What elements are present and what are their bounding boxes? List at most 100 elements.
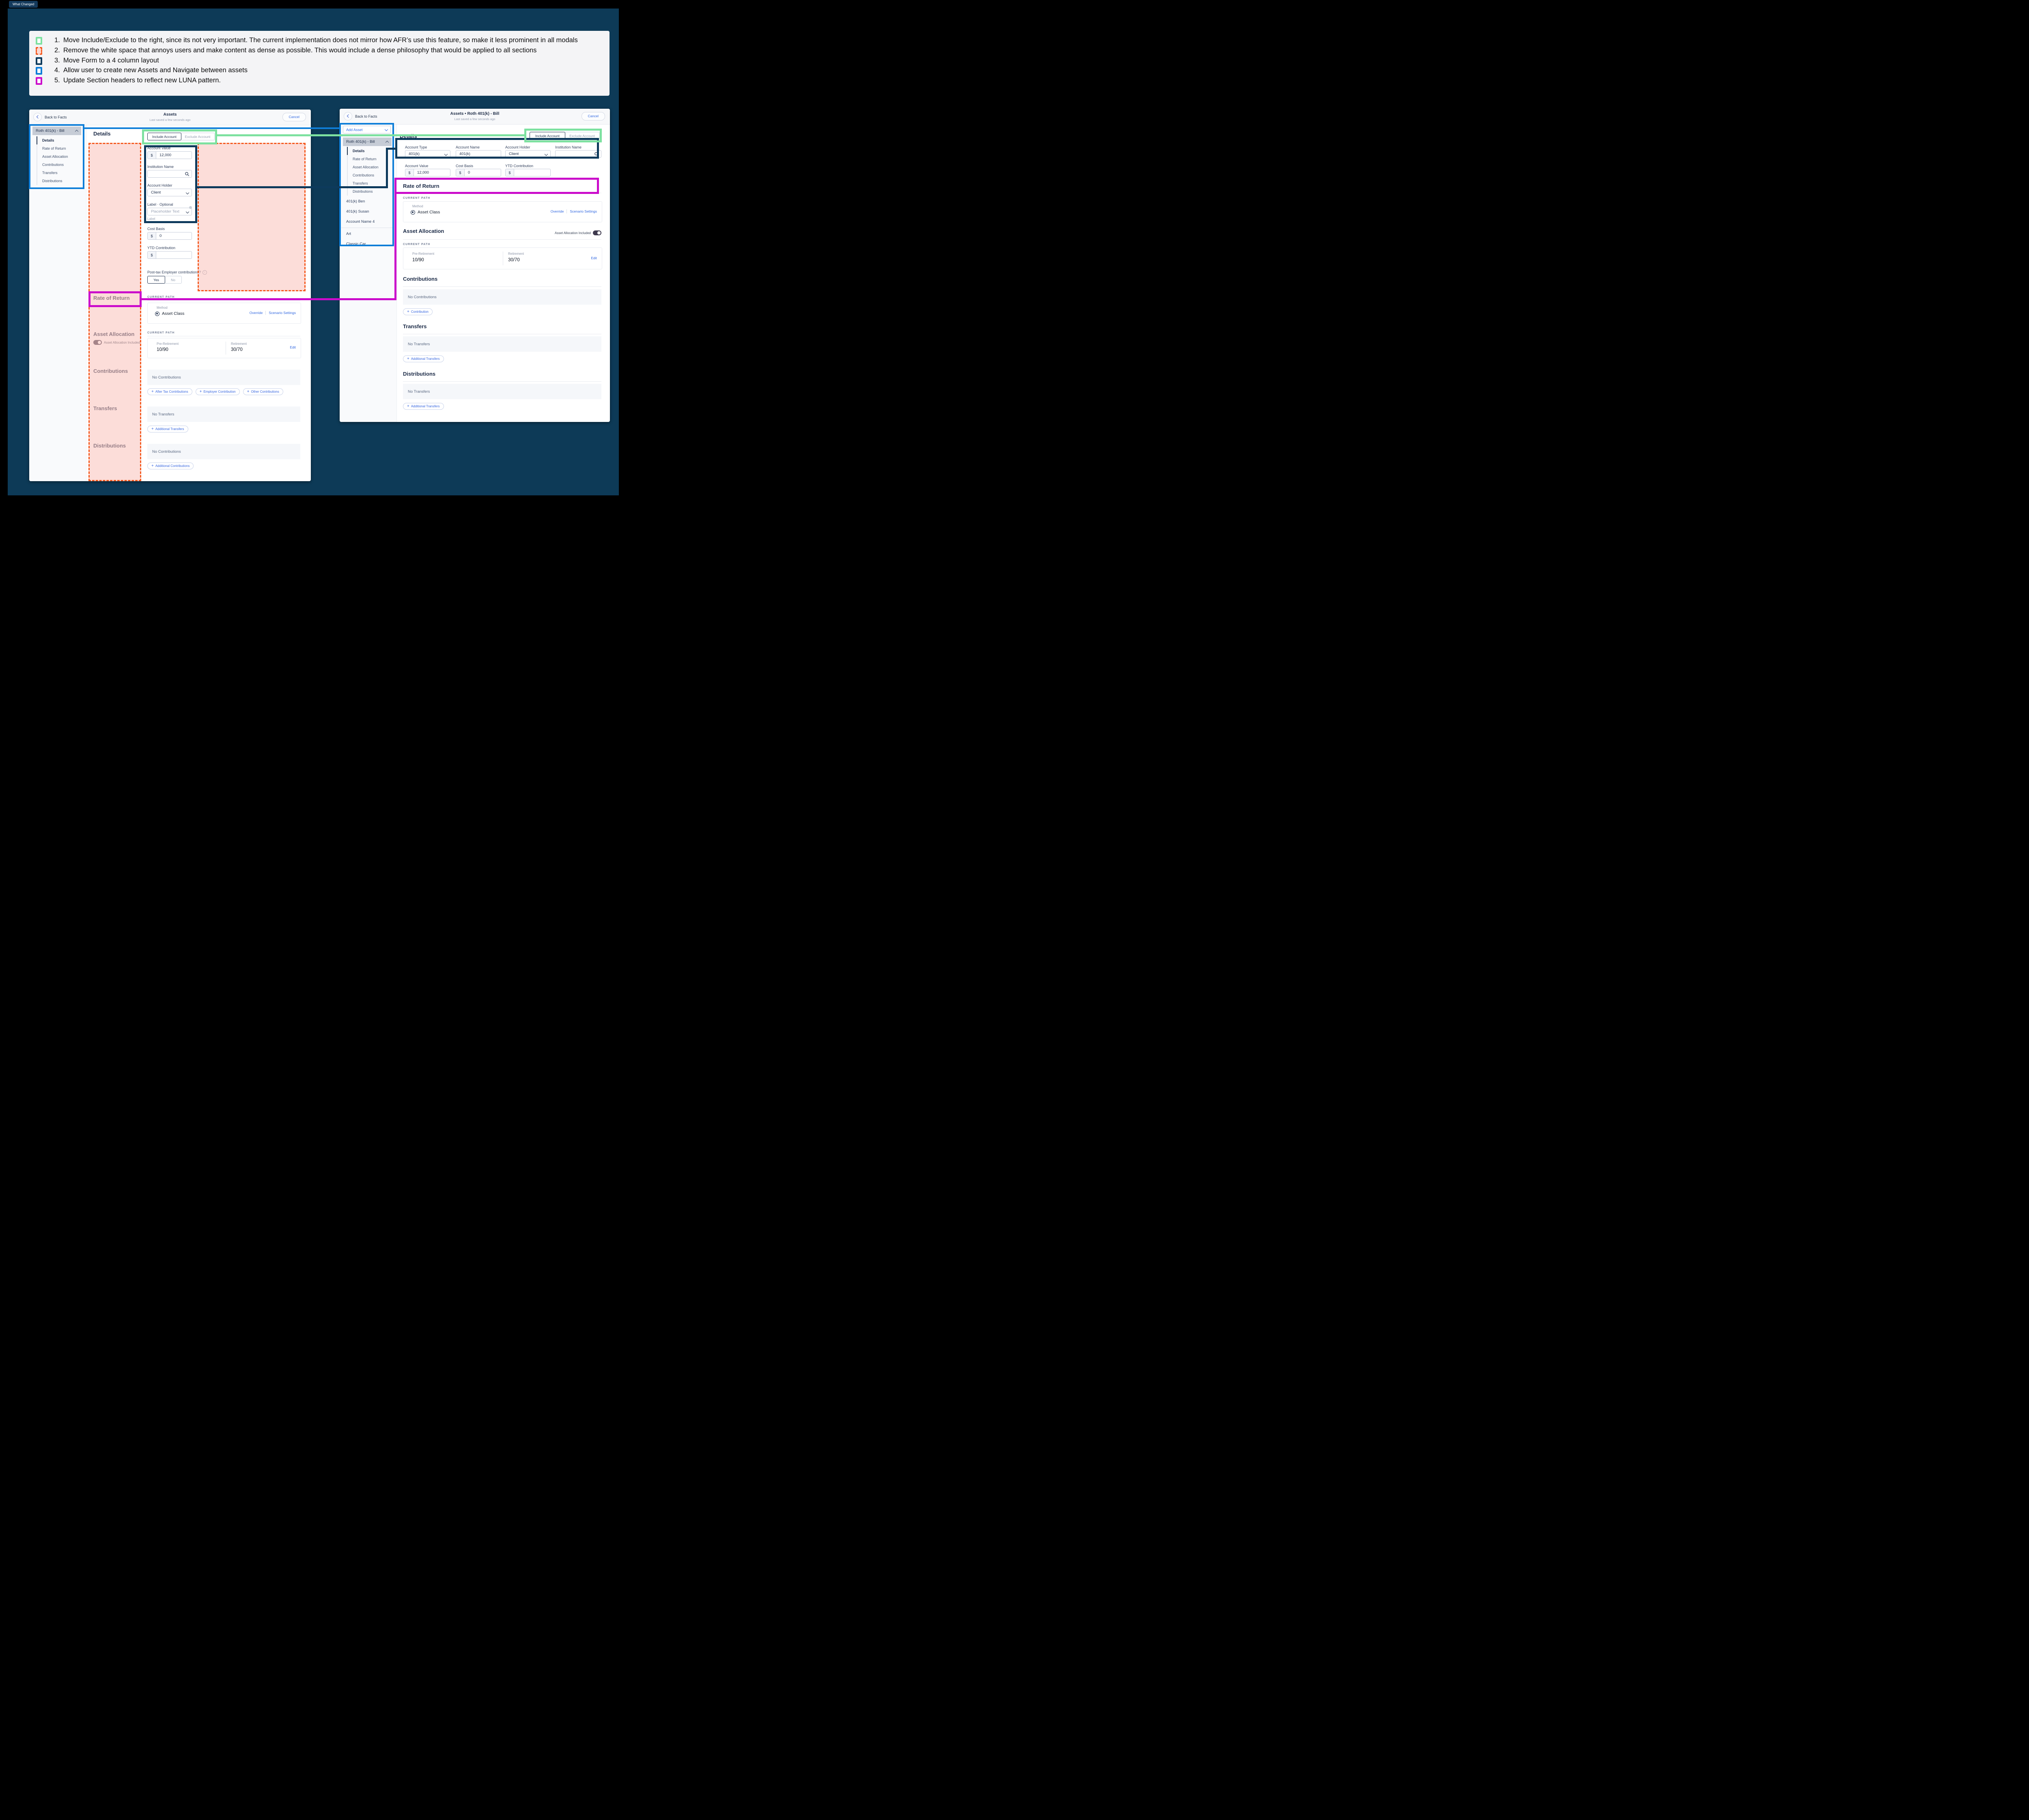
yes-button[interactable]: Yes <box>147 276 165 284</box>
cancel-button[interactable]: Cancel <box>581 112 605 120</box>
back-to-facts-button[interactable]: Back to Facts <box>344 112 377 120</box>
exclude-account-button[interactable]: Exclude Account <box>564 132 600 140</box>
account-value-label: Account Value <box>147 146 171 150</box>
details-section-heading: Details <box>400 133 417 139</box>
sidebar-item-rate-of-return[interactable]: Rate of Return <box>37 144 80 153</box>
sidebar-item-transfers[interactable]: Transfers <box>347 179 391 187</box>
account-value-input[interactable]: $ 12,000 <box>405 169 450 176</box>
sidebar-account-art[interactable]: Art <box>346 232 351 236</box>
sidebar-account-401k-ben[interactable]: 401(k) Ben <box>346 199 365 204</box>
plus-icon: + <box>407 404 409 409</box>
method-card: Method Asset Class Override Scenario Set… <box>147 303 301 324</box>
ytd-contribution-input[interactable]: $ <box>147 251 192 259</box>
legend-number: 4. <box>54 67 60 74</box>
plus-icon: + <box>151 389 154 394</box>
orange-swatch-icon <box>36 47 42 55</box>
cost-basis-input[interactable]: $ 0 <box>147 232 192 240</box>
sidebar-item-rate-of-return[interactable]: Rate of Return <box>347 155 391 163</box>
add-asset-dropdown[interactable]: Add Asset <box>343 126 391 133</box>
add-employer-contribution-button[interactable]: +Employer Contribution <box>195 388 240 395</box>
sidebar-item-transfers[interactable]: Transfers <box>37 169 80 177</box>
transfers-heading: Transfers <box>93 405 117 411</box>
cost-basis-text: 0 <box>159 234 162 238</box>
chevron-down-icon <box>185 210 190 214</box>
account-type-select[interactable]: 401(k) <box>405 150 450 158</box>
sidebar-item-asset-allocation[interactable]: Asset Allocation <box>37 153 80 161</box>
sidebar-item-details[interactable]: Details <box>37 136 80 144</box>
search-icon <box>594 152 599 157</box>
add-additional-contributions-button[interactable]: +Additional Contributions <box>147 463 194 469</box>
edit-link[interactable]: Edit <box>290 345 296 349</box>
cancel-button[interactable]: Cancel <box>282 113 306 121</box>
account-group-header[interactable]: Roth 401(k) - Bill <box>343 138 392 146</box>
label-select[interactable]: Placeholder Text <box>147 208 192 215</box>
account-holder-select[interactable]: Client <box>147 189 192 196</box>
sidebar-item-details[interactable]: Details <box>347 147 391 155</box>
exclude-account-button[interactable]: Exclude Account <box>181 133 215 140</box>
account-value-text: 12,000 <box>159 153 172 157</box>
asset-allocation-toggle[interactable] <box>593 230 601 235</box>
include-account-button[interactable]: Include Account <box>530 132 565 140</box>
sidebar-account-name-4[interactable]: Account Name 4 <box>346 219 375 224</box>
modal-header: Back to Facts Assets • Roth 401(k) - Bil… <box>340 109 610 125</box>
asset-allocation-toggle-label: Asset Allocation Included <box>104 340 140 344</box>
account-group-header[interactable]: Roth 401(k) - Bill <box>32 127 81 135</box>
asset-class-radio[interactable] <box>155 311 159 316</box>
sidebar-item-contributions[interactable]: Contributions <box>347 171 391 179</box>
scenario-settings-link[interactable]: Scenario Settings <box>269 311 296 315</box>
legend-text: Move Form to a 4 column layout <box>63 56 159 64</box>
account-value-input[interactable]: $ 12,000 <box>147 151 192 159</box>
distributions-heading: Distributions <box>93 443 126 449</box>
edit-link[interactable]: Edit <box>591 256 597 260</box>
account-holder-select[interactable]: Client <box>505 150 551 158</box>
divider <box>403 239 601 240</box>
method-card: Method Asset Class Override Scenario Set… <box>403 201 602 222</box>
back-to-facts-button[interactable]: Back to Facts <box>33 113 67 121</box>
no-button[interactable]: No <box>164 276 182 284</box>
current-path-label: CURRENT PATH <box>147 296 175 299</box>
sidebar-account-401k-susan[interactable]: 401(k) Susan <box>346 209 369 214</box>
no-contributions-panel: No Contributions <box>147 370 300 385</box>
sidebar-item-contributions[interactable]: Contributions <box>37 161 80 169</box>
ytd-contribution-label: YTD Contribution <box>505 164 534 168</box>
override-link[interactable]: Override <box>550 209 564 213</box>
no-transfers-panel: No Transfers <box>147 407 300 422</box>
info-icon[interactable]: i <box>202 270 207 275</box>
dollar-prefix: $ <box>456 169 465 176</box>
add-asset-label: Add Asset <box>346 127 363 132</box>
sidebar-item-distributions[interactable]: Distributions <box>37 177 80 185</box>
add-additional-transfers-button[interactable]: +Additional Transfers <box>403 355 444 362</box>
override-link[interactable]: Override <box>249 311 263 315</box>
chevron-down-icon <box>444 152 448 156</box>
legend-number: 2. <box>54 46 60 54</box>
add-additional-transfers-button[interactable]: +Additional Transfers <box>403 403 444 410</box>
sidebar-item-distributions[interactable]: Distributions <box>347 187 391 196</box>
asset-class-label: Asset Class <box>418 210 440 215</box>
cost-basis-input[interactable]: $ 0 <box>456 169 501 176</box>
asset-allocation-heading: Asset Allocation <box>93 331 135 337</box>
account-name-input[interactable]: 401(k) <box>456 150 501 158</box>
sidebar-account-classic-car[interactable]: Classic Car <box>346 242 366 246</box>
add-after-tax-contributions-button[interactable]: +After Tax Contributions <box>147 388 192 395</box>
add-other-contributions-button[interactable]: +Other Contributions <box>243 388 283 395</box>
institution-name-input[interactable] <box>555 150 601 158</box>
assets-modal-before: Back to Facts Assets Last saved a few se… <box>29 110 311 481</box>
what-changed-tab[interactable]: What Changed <box>9 1 38 8</box>
allocation-card: Pre-Retirement 10/90 Retirement 30/70 Ed… <box>403 247 602 269</box>
sidebar-item-asset-allocation[interactable]: Asset Allocation <box>347 163 391 171</box>
drag-dot-icon <box>189 206 192 209</box>
scenario-settings-link[interactable]: Scenario Settings <box>570 209 597 213</box>
asset-class-radio[interactable] <box>411 210 415 215</box>
dollar-prefix: $ <box>148 252 156 258</box>
divider <box>403 381 601 382</box>
chevron-up-icon <box>385 140 389 144</box>
dollar-prefix: $ <box>506 169 514 176</box>
add-contribution-button[interactable]: +Contribution <box>403 308 433 315</box>
asset-allocation-toggle[interactable] <box>93 340 102 345</box>
add-additional-transfers-button[interactable]: +Additional Transfers <box>147 426 188 432</box>
ytd-contribution-input[interactable]: $ <box>505 169 551 176</box>
last-saved-status: Last saved a few seconds ago <box>454 117 495 121</box>
include-account-button[interactable]: Include Account <box>147 133 181 140</box>
institution-name-input[interactable] <box>147 170 192 178</box>
details-section-heading: Details <box>93 131 111 137</box>
